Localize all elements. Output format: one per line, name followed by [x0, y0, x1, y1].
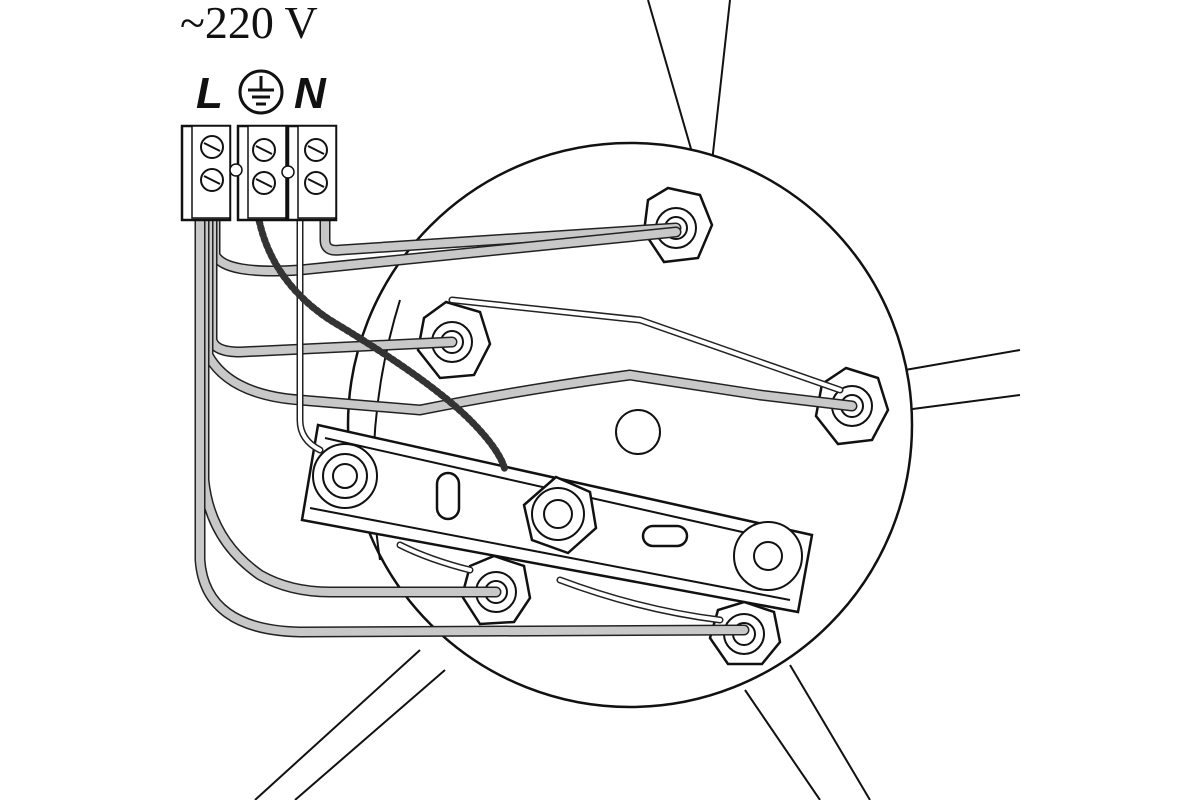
line-terminal-label: L [196, 69, 223, 118]
neutral-terminal-label: N [294, 69, 327, 118]
terminal-block [180, 124, 338, 222]
supply-cables [194, 214, 858, 638]
ground-symbol-icon [238, 69, 284, 115]
terminal-block-neutral [286, 124, 338, 222]
flange-center-hole [615, 409, 661, 455]
jumper-wires [396, 296, 844, 624]
terminal-block-line [180, 124, 232, 222]
earth-wire [254, 211, 509, 474]
mounting-bar [300, 423, 814, 614]
terminal-block-earth [236, 124, 288, 222]
voltage-label: ~220 V [180, 0, 318, 48]
